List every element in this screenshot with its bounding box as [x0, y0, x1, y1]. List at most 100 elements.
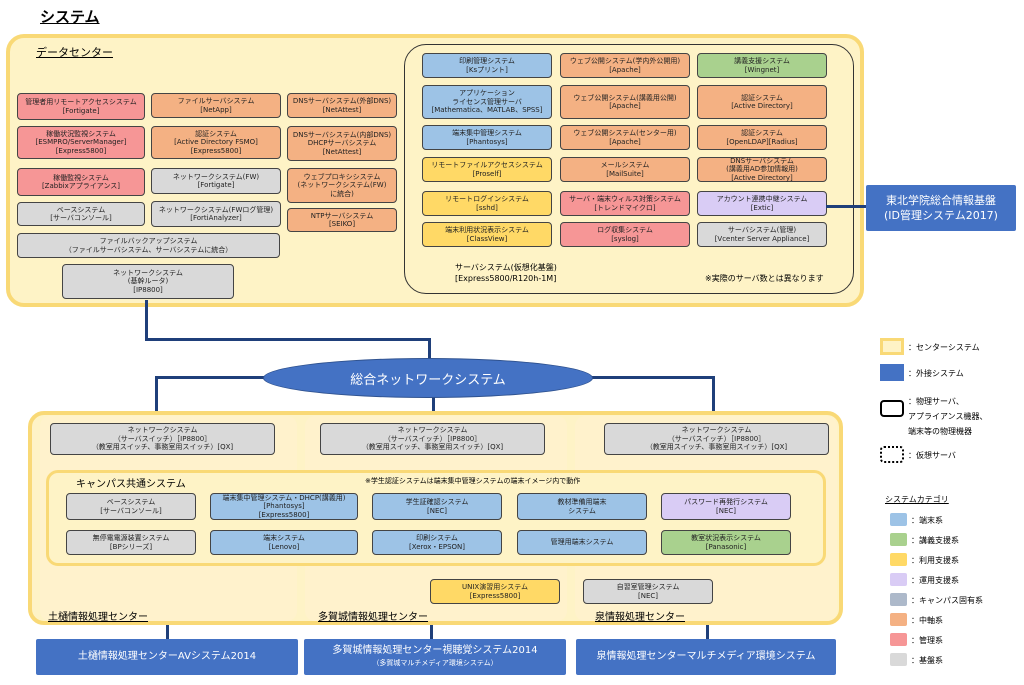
system-box-text: 印刷管理システム: [459, 57, 515, 65]
virtual-system[interactable]: アプリケーションライセンス管理サーバ[Mathematica、MATLAB、SP…: [422, 85, 552, 119]
system-box-text: リモートログインシステム: [445, 195, 529, 203]
legend-category-label: ：管理系: [911, 636, 943, 645]
av-system-izumi[interactable]: 泉情報処理センターマルチメディア環境システム: [576, 639, 836, 675]
system-box-text: ファイルバックアップシステム: [99, 237, 198, 245]
dc-system-r3[interactable]: 稼働監視システム[Zabbixアプライアンス]: [17, 168, 145, 196]
system-box-text: サーバ・端末ウィルス対策システム: [569, 195, 681, 203]
campus-common-system[interactable]: 無停電電源装置システム[BPシリーズ]: [66, 530, 196, 555]
dc-system-o1[interactable]: ファイルサーバシステム[NetApp]: [151, 93, 281, 118]
system-box-text: （サーバスイッチ）［IP8800］: [383, 434, 482, 443]
dc-system-o2[interactable]: 認証システム[Active Directory FSMO][Express580…: [151, 126, 281, 159]
legend-physical: ：物理サーバ、 アプライアンス機器、 端末等の物理機器: [908, 394, 988, 439]
connector: [155, 376, 158, 426]
legend-category-swatch: [890, 513, 907, 526]
system-box-text: に統合): [330, 189, 354, 198]
virtual-system[interactable]: アカウント連携中継システム[Extic]: [697, 191, 827, 216]
system-box-text: ライセンス管理サーバ: [452, 97, 522, 106]
dc-system-o3[interactable]: DNSサーバシステム(外部DNS)[NetAttest]: [287, 93, 397, 118]
dc-system-g3[interactable]: ネットワークシステム(FW)[Fortigate]: [151, 168, 281, 194]
virtual-system[interactable]: ログ収集システム[syslog]: [560, 222, 690, 247]
campus-common-system[interactable]: 教材準備用端末システム: [517, 493, 647, 520]
campus-network-switch[interactable]: ネットワークシステム（サーバスイッチ）［IP8800］（教室用スイッチ、事務室用…: [50, 423, 275, 455]
system-box-text: [SEIKO]: [328, 220, 356, 228]
center-tsuchitoi: 土樋情報処理センター: [48, 612, 148, 623]
connector: [432, 376, 435, 426]
campus-network-switch[interactable]: ネットワークシステム（サーバスイッチ）［IP8800］（教室用スイッチ、事務室用…: [320, 423, 545, 455]
dc-system-o6[interactable]: NTPサーバシステム[SEIKO]: [287, 208, 397, 232]
virtual-system[interactable]: 端末利用状況表示システム[ClassView]: [422, 222, 552, 247]
system-box-text: パスワード再発行システム: [684, 498, 768, 506]
system-box-text: [Apache]: [609, 65, 641, 74]
dc-system-g4[interactable]: ネットワークシステム(FWログ管理)[FortiAnalyzer]: [151, 201, 281, 227]
dc-system-g5[interactable]: ネットワークシステム(基幹ルータ)[IP8800]: [62, 264, 234, 299]
virtual-server-label: サーバシステム(仮想化基盤): [455, 263, 557, 272]
campus-network-switch[interactable]: ネットワークシステム（サーバスイッチ）［IP8800］（教室用スイッチ、事務室用…: [604, 423, 829, 455]
system-box-text: ウェブプロキシシステム: [303, 172, 381, 181]
dc-system-o4[interactable]: DNSサーバシステム(内部DNS)DHCPサーバシステム[NetAttest]: [287, 126, 397, 161]
virtual-system[interactable]: メールシステム[MailSuite]: [560, 157, 690, 182]
unix-system[interactable]: UNIX演習用システム[Express5800]: [430, 579, 560, 604]
legend-category-label: ：講義支援系: [911, 536, 959, 545]
campus-common-system[interactable]: ベースシステム[サーバコンソール]: [66, 493, 196, 520]
system-box-text: システム: [568, 506, 596, 515]
av-system-tagajo[interactable]: 多賀城情報処理センター視聴覚システム2014 （多賀城マルチメディア環境システム…: [304, 639, 566, 675]
campus-common-system[interactable]: パスワード再発行システム[NEC]: [661, 493, 791, 520]
virtual-system[interactable]: 印刷管理システム[Ksプリント]: [422, 53, 552, 78]
campus-common-system[interactable]: 教室状況表示システム[Panasonic]: [661, 530, 791, 555]
legend-center-swatch: [880, 338, 904, 355]
virtual-system[interactable]: 講義支援システム[Wingnet]: [697, 53, 827, 78]
virtual-system[interactable]: 認証システム[OpenLDAP][Radius]: [697, 125, 827, 150]
legend-virtual-swatch: [880, 446, 904, 463]
dc-system-r1[interactable]: 管理者用リモートアクセスシステム[Fortigate]: [17, 93, 145, 120]
dc-system-o5[interactable]: ウェブプロキシシステム(ネットワークシステム(FW)に統合): [287, 168, 397, 203]
virtual-system[interactable]: ウェブ公開システム(学内外公開用)[Apache]: [560, 53, 690, 78]
campus-common-note: ※学生認証システムは端末集中管理システムの端末イメージ内で動作: [365, 477, 581, 485]
jishu-system[interactable]: 自習室管理システム[NEC]: [583, 579, 713, 604]
system-box-text: 認証システム: [195, 129, 237, 138]
virtual-system[interactable]: DNSサーバシステム(講義用AD参加情報用)[Active Directory]: [697, 157, 827, 182]
system-box-text: [Mathematica、MATLAB、SPSS]: [431, 106, 543, 115]
system-box-text: 端末利用状況表示システム: [445, 226, 529, 234]
connector: [706, 625, 709, 640]
system-box-text: （サーバスイッチ）［IP8800］: [113, 434, 212, 443]
campus-common-system[interactable]: 端末集中管理システム・DHCP(講義用)[Phantosys][Express5…: [210, 493, 358, 520]
system-box-text: DNSサーバシステム(外部DNS): [292, 97, 392, 105]
campus-common-system[interactable]: 学生証確認システム[NEC]: [372, 493, 502, 520]
system-box-text: [Vcenter Server Appliance]: [714, 234, 810, 243]
system-box-text: ネットワークシステム: [127, 426, 198, 435]
virtual-system[interactable]: サーバシステム(管理)[Vcenter Server Appliance]: [697, 222, 827, 247]
system-box-text: ウェブ公開システム(センター用): [573, 129, 677, 137]
legend-physical-l2: アプライアンス機器、: [908, 412, 988, 421]
system-box-text: ファイルサーバシステム: [177, 97, 255, 105]
system-box-text: （教室用スイッチ、事務室用スイッチ）[QX]: [645, 443, 788, 452]
virtual-system[interactable]: 認証システム[Active Directory]: [697, 85, 827, 119]
sogo-network-system[interactable]: 総合ネットワークシステム: [263, 358, 593, 398]
virtual-system[interactable]: リモートファイルアクセスシステム[Proself]: [422, 157, 552, 182]
legend-external-swatch: [880, 364, 904, 381]
system-box-text: 稼働状況監視システム: [46, 129, 116, 138]
system-box-text: [ESMPRO/ServerManager]: [35, 138, 127, 147]
system-box-text: アプリケーション: [459, 89, 515, 98]
system-box-text: NTPサーバシステム: [310, 211, 374, 220]
dc-system-g2[interactable]: ファイルバックアップシステム（ファイルサーバシステム、サーバシステムに統合）: [17, 233, 280, 258]
dc-system-g1[interactable]: ベースシステム[サーバコンソール]: [17, 202, 145, 226]
virtual-system[interactable]: ウェブ公開システム(センター用)[Apache]: [560, 125, 690, 150]
connector: [145, 338, 430, 341]
dc-system-r2[interactable]: 稼働状況監視システム[ESMPRO/ServerManager][Express…: [17, 126, 145, 159]
system-box-text: [MailSuite]: [606, 169, 644, 178]
virtual-system[interactable]: サーバ・端末ウィルス対策システム[トレンドマイクロ]: [560, 191, 690, 216]
system-box-text: 講義支援システム: [734, 57, 790, 65]
av-system-tsuchitoi[interactable]: 土樋情報処理センターAVシステム2014: [36, 639, 298, 675]
center-izumi: 泉情報処理センター: [595, 612, 685, 623]
virtual-system[interactable]: リモートログインシステム[sshd]: [422, 191, 552, 216]
system-box-text: [NEC]: [715, 506, 736, 515]
virtual-system[interactable]: 端末集中管理システム[Phantosys]: [422, 125, 552, 150]
tohoku-id-system[interactable]: 東北学院総合情報基盤 (ID管理システム2017): [866, 185, 1016, 231]
campus-common-system[interactable]: 端末システム[Lenovo]: [210, 530, 358, 555]
system-box-text: ベースシステム: [56, 205, 106, 214]
legend-physical-l3: 端末等の物理機器: [908, 427, 972, 436]
campus-common-system[interactable]: 管理用端末システム: [517, 530, 647, 555]
campus-common-system[interactable]: 印刷システム[Xerox・EPSON]: [372, 530, 502, 555]
system-box-text: 端末集中管理システム: [452, 129, 522, 137]
virtual-system[interactable]: ウェブ公開システム(講義用公開)[Apache]: [560, 85, 690, 119]
